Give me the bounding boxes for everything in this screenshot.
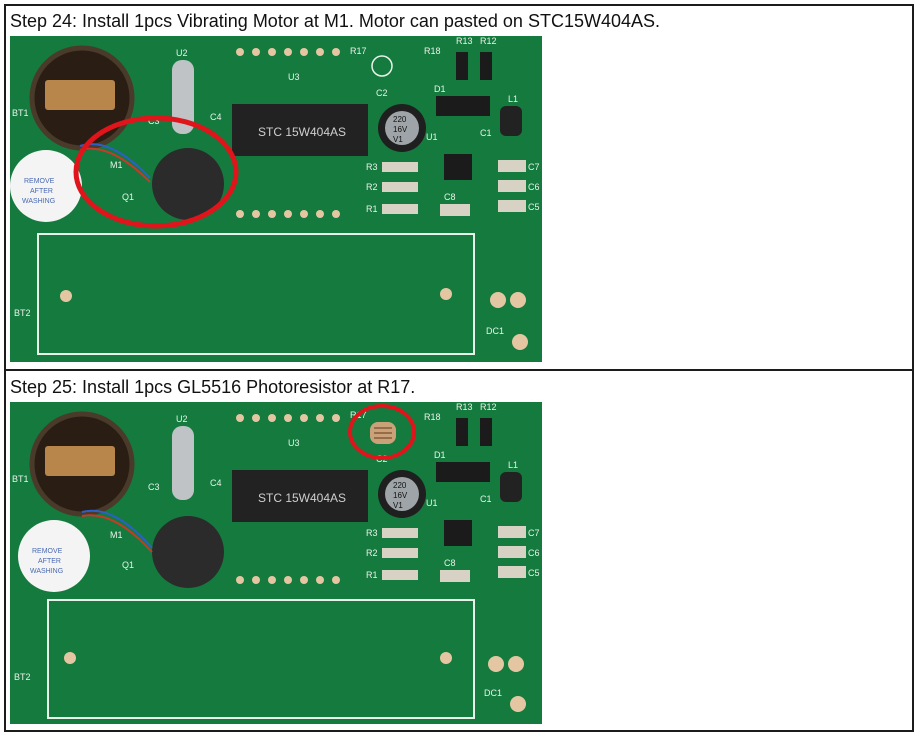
label-r12: R12 bbox=[480, 402, 497, 412]
label-r13: R13 bbox=[456, 36, 473, 46]
label-l1: L1 bbox=[508, 460, 518, 470]
label-c2: C2 bbox=[376, 88, 388, 98]
label-cap-voltage: 16V bbox=[393, 491, 408, 500]
step-divider bbox=[4, 369, 914, 371]
buzzer-label-2: AFTER bbox=[30, 188, 53, 195]
label-cap-voltage: 16V bbox=[393, 125, 408, 134]
label-dc1: DC1 bbox=[486, 326, 504, 336]
label-bt2: BT2 bbox=[14, 308, 31, 318]
label-cap-value: 220 bbox=[393, 115, 407, 124]
label-bt1: BT1 bbox=[12, 474, 29, 484]
step-25-title: Step 25: Install 1pcs GL5516 Photoresist… bbox=[10, 377, 416, 397]
label-c8: C8 bbox=[444, 558, 456, 568]
step-24-title: Step 24: Install 1pcs Vibrating Motor at… bbox=[10, 11, 661, 31]
label-c5: C5 bbox=[528, 568, 540, 578]
label-q1: Q1 bbox=[122, 192, 134, 202]
label-l1: L1 bbox=[508, 94, 518, 104]
label-cap-code: V1 bbox=[393, 135, 403, 144]
step-24-pcb-photo: BT1 U2 STC 15W404AS U3 220 16V V1 C2 R17… bbox=[10, 36, 542, 362]
label-r3: R3 bbox=[366, 162, 378, 172]
label-r18: R18 bbox=[424, 412, 441, 422]
label-r13: R13 bbox=[456, 402, 473, 412]
buzzer-label-3: WASHING bbox=[22, 198, 55, 205]
label-c3: C3 bbox=[148, 116, 160, 126]
label-u3: U3 bbox=[288, 72, 300, 82]
buzzer-label-1: REMOVE bbox=[32, 548, 63, 555]
label-u2: U2 bbox=[176, 48, 188, 58]
label-c5: C5 bbox=[528, 202, 540, 212]
label-bt2: BT2 bbox=[14, 672, 31, 682]
label-m1: M1 bbox=[110, 530, 123, 540]
label-r2: R2 bbox=[366, 182, 378, 192]
label-chip: STC 15W404AS bbox=[258, 125, 346, 139]
label-r1: R1 bbox=[366, 204, 378, 214]
label-r1: R1 bbox=[366, 570, 378, 580]
label-r12: R12 bbox=[480, 36, 497, 46]
label-d1: D1 bbox=[434, 84, 446, 94]
label-u3: U3 bbox=[288, 438, 300, 448]
highlight-m1-circle bbox=[73, 115, 239, 229]
buzzer-label-3: WASHING bbox=[30, 568, 63, 575]
label-dc1: DC1 bbox=[484, 688, 502, 698]
label-bt1: BT1 bbox=[12, 108, 29, 118]
figure-frame bbox=[4, 4, 914, 732]
label-c1: C1 bbox=[480, 494, 492, 504]
label-r17: R17 bbox=[350, 46, 367, 56]
pcb-board-illustration: BT1 U2 STC 15W404AS U3 220 16V V1 C2 R17… bbox=[10, 36, 542, 362]
step-25-pcb-photo: BT1 U2 STC 15W404AS U3 220 16V V1 C2 R17… bbox=[10, 402, 542, 724]
label-q1: Q1 bbox=[122, 560, 134, 570]
highlight-r17-circle bbox=[348, 404, 416, 460]
label-r18: R18 bbox=[424, 46, 441, 56]
label-c7: C7 bbox=[528, 162, 540, 172]
label-c6: C6 bbox=[528, 182, 540, 192]
label-c4: C4 bbox=[210, 478, 222, 488]
label-c1: C1 bbox=[480, 128, 492, 138]
label-c3: C3 bbox=[148, 482, 160, 492]
label-d1: D1 bbox=[434, 450, 446, 460]
label-cap-value: 220 bbox=[393, 481, 407, 490]
label-c7: C7 bbox=[528, 528, 540, 538]
label-cap-code: V1 bbox=[393, 501, 403, 510]
label-u1: U1 bbox=[426, 132, 438, 142]
label-u2: U2 bbox=[176, 414, 188, 424]
pcb-board-illustration: BT1 U2 STC 15W404AS U3 220 16V V1 C2 R17… bbox=[10, 402, 542, 724]
label-chip: STC 15W404AS bbox=[258, 491, 346, 505]
label-u1: U1 bbox=[426, 498, 438, 508]
label-c4: C4 bbox=[210, 112, 222, 122]
label-m1: M1 bbox=[110, 160, 123, 170]
label-c6: C6 bbox=[528, 548, 540, 558]
label-r3: R3 bbox=[366, 528, 378, 538]
label-c8: C8 bbox=[444, 192, 456, 202]
buzzer-label-2: AFTER bbox=[38, 558, 61, 565]
buzzer-label-1: REMOVE bbox=[24, 178, 55, 185]
label-r2: R2 bbox=[366, 548, 378, 558]
